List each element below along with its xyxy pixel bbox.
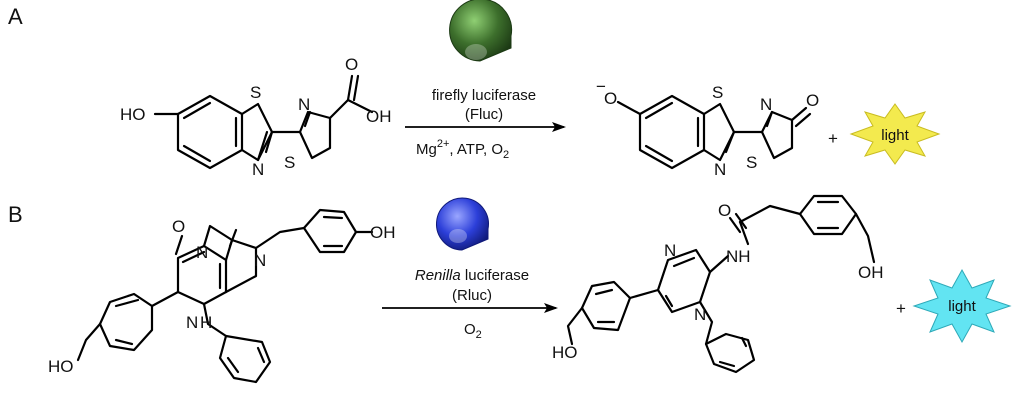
- oxyluciferin-negative-charge: −: [596, 77, 606, 96]
- coelenterazine-oh1-label: OH: [370, 223, 396, 242]
- firefly-luciferase-icon: [449, 0, 513, 62]
- coelenterazine-nh-label: N: [186, 313, 198, 332]
- luciferin-o-label: O: [345, 55, 358, 74]
- panel-b-letter: B: [8, 202, 23, 227]
- panel-a-letter: A: [8, 4, 23, 29]
- oxyluciferin-s2-label: S: [746, 153, 757, 172]
- coelenterazine-o-label: O: [172, 217, 185, 236]
- luciferin-structure: [153, 74, 374, 170]
- fluc-name: firefly luciferase: [432, 87, 536, 104]
- coelenteramide-ho-label: HO: [552, 343, 578, 362]
- coelenteramide-n1-label: N: [664, 241, 676, 260]
- coelenterazine-ho2-label: HO: [48, 357, 74, 376]
- luciferin-oh-label: OH: [366, 107, 392, 126]
- luciferin-ho-label: HO: [120, 105, 146, 124]
- oxyluciferin-o1-label: O: [604, 89, 617, 108]
- fluc-conditions: Mg2+, ATP, O2: [416, 138, 509, 161]
- coelenterazine-n2-label: N: [254, 251, 266, 270]
- oxyluciferin-s1-label: S: [712, 83, 723, 102]
- luciferin-s1-label: S: [250, 83, 261, 102]
- oxyluciferin-n1-label: N: [714, 160, 726, 179]
- coelenteramide-structure: [566, 194, 876, 374]
- coelenterazine-h-label: H: [200, 313, 212, 332]
- coelenterazine-structure: [76, 208, 374, 384]
- oxyluciferin-structure: [616, 94, 812, 170]
- light-burst-a: [849, 103, 941, 165]
- luciferin-n2-label: N: [298, 95, 310, 114]
- plus-sign-a: +: [828, 129, 838, 148]
- coelenteramide-n2-label: N: [694, 305, 706, 324]
- coelenteramide-nh-label: NH: [726, 247, 751, 266]
- rluc-abbr: (Rluc): [452, 287, 492, 304]
- luciferin-n1-label: N: [252, 160, 264, 179]
- coelenterazine-n1-label: N: [196, 243, 208, 262]
- rluc-name: Renilla luciferase: [415, 267, 529, 284]
- light-label-a: light: [881, 127, 909, 144]
- rluc-conditions: O2: [464, 321, 482, 341]
- fluc-abbr: (Fluc): [465, 106, 503, 123]
- light-burst-b: [912, 268, 1012, 344]
- light-label-b: light: [948, 298, 976, 315]
- oxyluciferin-n2-label: N: [760, 95, 772, 114]
- renilla-luciferase-icon: [436, 197, 489, 251]
- coelenteramide-oh-label: OH: [858, 263, 884, 282]
- oxyluciferin-o2-label: O: [806, 91, 819, 110]
- luciferin-s2-label: S: [284, 153, 295, 172]
- coelenteramide-o-label: O: [718, 201, 731, 220]
- plus-sign-b: +: [896, 299, 906, 318]
